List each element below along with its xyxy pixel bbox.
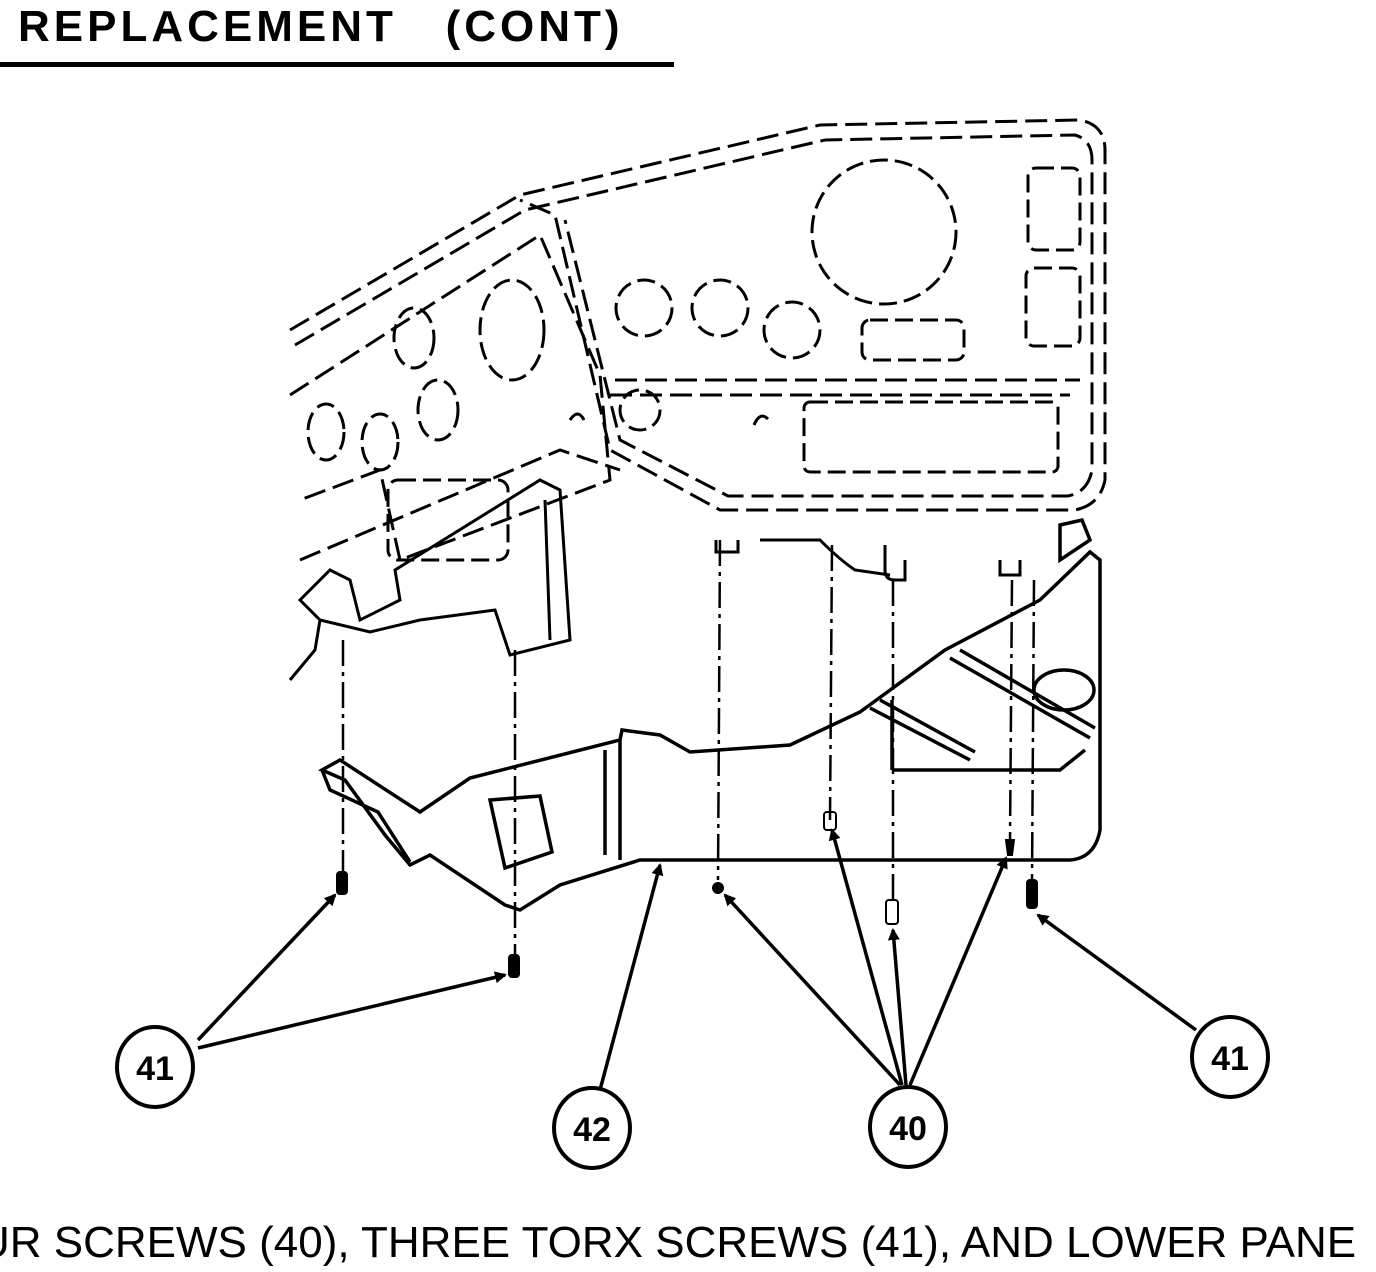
svg-text:41: 41: [1211, 1040, 1249, 1078]
screw-40-1: [712, 882, 724, 894]
switch-marks: [568, 412, 770, 426]
callout-40: 40: [868, 1085, 948, 1169]
svg-text:40: 40: [889, 1110, 927, 1148]
torx-screw-left-2: [508, 954, 520, 978]
dashboard-lower-panel-diagram: 41 42 40 41: [115, 118, 1270, 1170]
torx-screw-right: [1026, 879, 1038, 909]
callout-42: 42: [552, 1086, 632, 1170]
mounting-tabs: [714, 538, 1022, 582]
lower-panel: [318, 517, 1102, 912]
instruction-caption: UR SCREWS (40), THREE TORX SCREWS (41), …: [0, 1218, 1357, 1267]
section-heading: REPLACEMENT (CONT): [18, 2, 624, 51]
screw-40-4: [1004, 839, 1016, 856]
heading-underline: [0, 62, 674, 67]
callout-41-left: 41: [115, 1025, 195, 1109]
gauge-openings: [306, 158, 1082, 562]
leader-arrows: [196, 828, 1198, 1091]
dashboard-outline: [289, 118, 1107, 563]
screws: [336, 811, 1038, 978]
torx-screw-left-1: [336, 871, 348, 895]
callout-41-right: 41: [1190, 1015, 1270, 1099]
svg-text:41: 41: [136, 1050, 174, 1088]
left-bracket: [288, 478, 572, 681]
alignment-lines: [341, 539, 1036, 960]
svg-text:42: 42: [573, 1111, 611, 1149]
screw-40-3: [885, 899, 899, 925]
